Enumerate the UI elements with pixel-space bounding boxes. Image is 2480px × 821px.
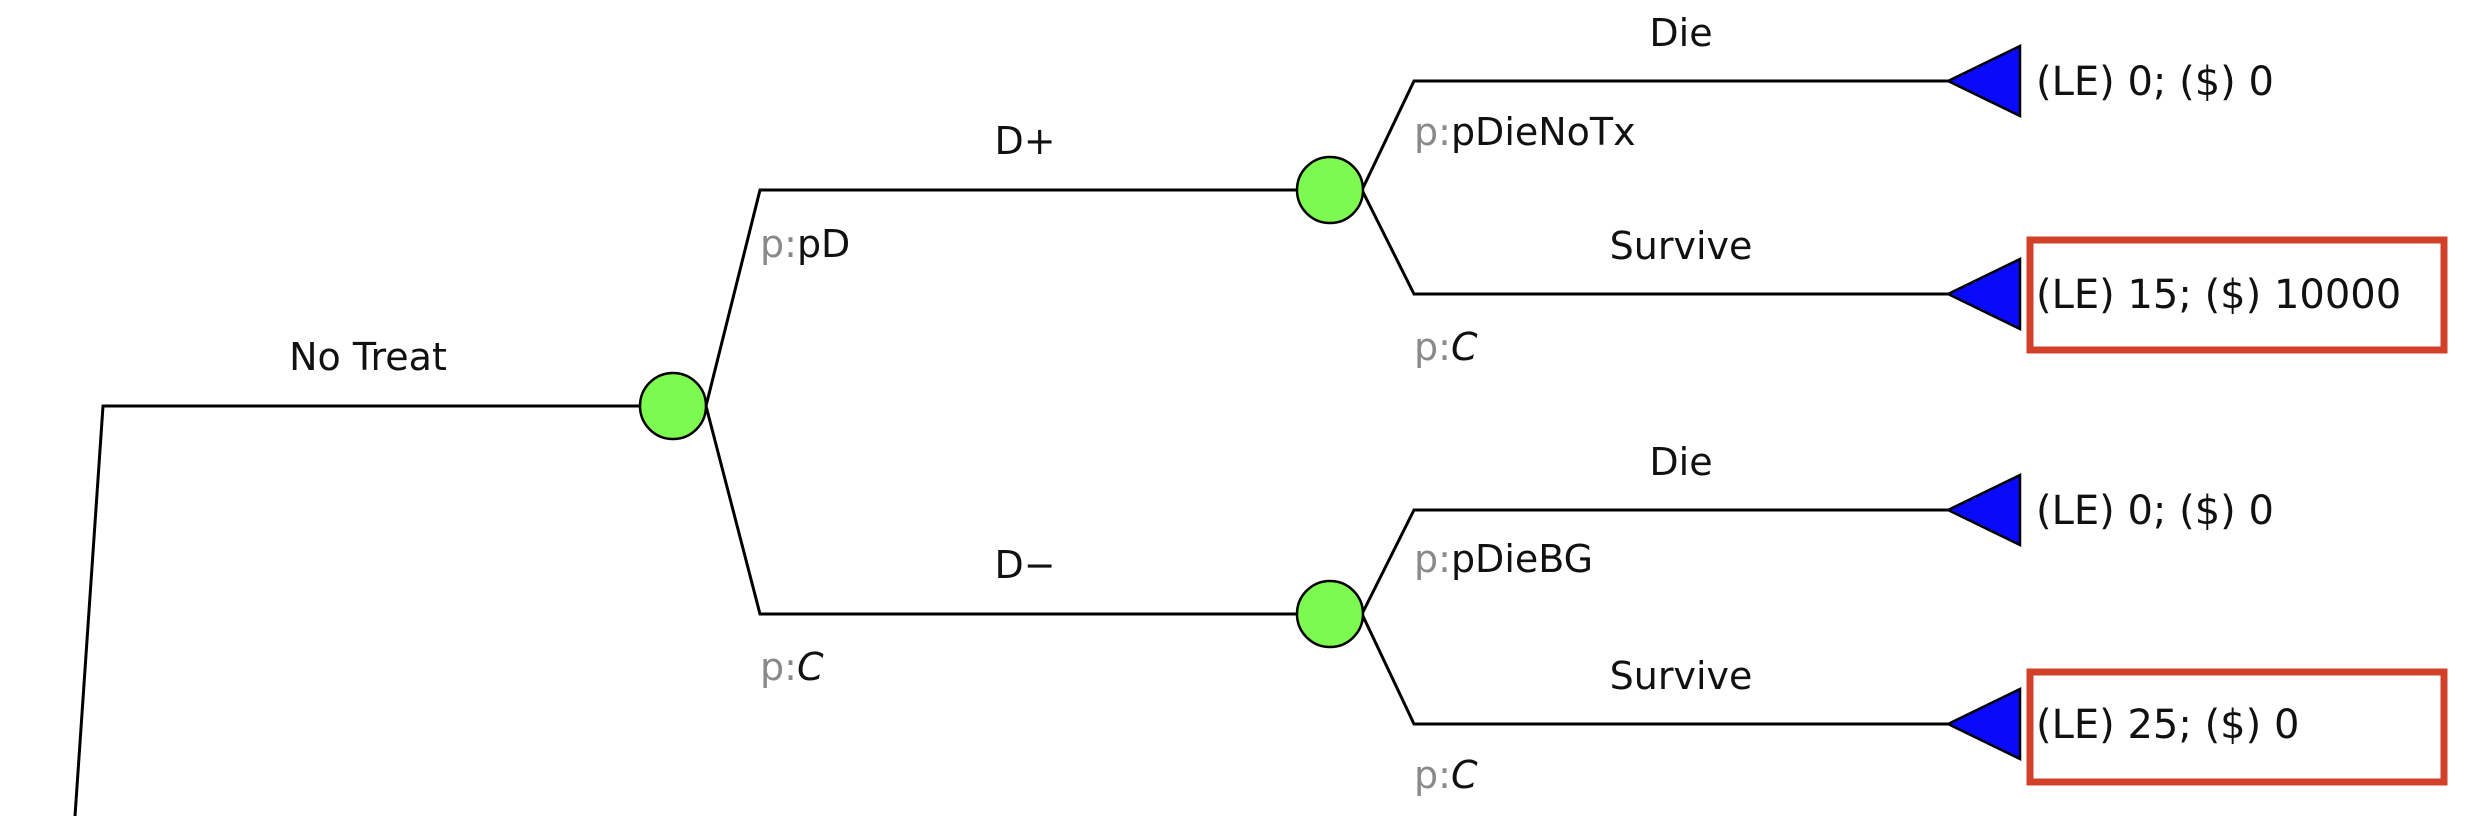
edge-d-plus-survive[interactable] <box>1360 189 1948 296</box>
payoff-label: (LE) 25; ($) 0 <box>2036 702 2299 748</box>
root-edge[interactable] <box>73 404 640 817</box>
branch-label-d-minus: D− <box>994 543 1055 587</box>
prob-prefix: p: <box>1414 110 1451 154</box>
chance-node-icon[interactable] <box>1295 155 1365 225</box>
terminal-node-icon[interactable] <box>1945 687 2022 761</box>
prob-prefix: p: <box>760 645 797 689</box>
edge-d-minus-survive[interactable] <box>1360 613 1948 726</box>
edge-d-plus[interactable] <box>704 188 1298 407</box>
prob-prefix: p: <box>1414 325 1451 369</box>
terminal-node-icon[interactable] <box>1945 473 2022 547</box>
payoff-label: (LE) 0; ($) 0 <box>2036 59 2274 105</box>
terminal-node-icon[interactable] <box>1945 257 2022 331</box>
prob-value: C <box>797 645 824 689</box>
branch-label-die: Die <box>1649 11 1712 55</box>
prob-value: pD <box>797 222 850 266</box>
prob-label-d-minus-survive: p:C <box>1414 753 1478 797</box>
prob-value: pDieNoTx <box>1451 110 1636 154</box>
tree-edges <box>73 79 1948 817</box>
prob-label-d-plus: p:pD <box>760 222 850 266</box>
prob-value: C <box>1451 753 1478 797</box>
edge-d-plus-die[interactable] <box>1360 79 1948 191</box>
payoff-label: (LE) 0; ($) 0 <box>2036 488 2274 534</box>
prob-prefix: p: <box>1414 753 1451 797</box>
branch-label-no-treat: No Treat <box>289 335 447 379</box>
prob-prefix: p: <box>1414 537 1451 581</box>
branch-label-die: Die <box>1649 440 1712 484</box>
chance-node-icon[interactable] <box>638 371 708 441</box>
highlight-box-survive-d-minus <box>2026 668 2448 786</box>
prob-value: pDieBG <box>1451 537 1593 581</box>
prob-prefix: p: <box>760 222 797 266</box>
edge-d-minus-die[interactable] <box>1360 508 1948 615</box>
prob-label-d-plus-survive: p:C <box>1414 325 1478 369</box>
branch-label-d-plus: D+ <box>994 119 1055 163</box>
prob-label-d-plus-die: p:pDieNoTx <box>1414 110 1636 154</box>
highlight-box-survive-d-plus <box>2026 236 2448 354</box>
branch-label-survive: Survive <box>1610 654 1753 698</box>
edge-d-minus[interactable] <box>704 405 1298 616</box>
chance-node-icon[interactable] <box>1295 579 1365 649</box>
branch-label-survive: Survive <box>1610 224 1753 268</box>
prob-value: C <box>1451 325 1478 369</box>
prob-label-d-minus: p:C <box>760 645 824 689</box>
terminal-node-icon[interactable] <box>1945 44 2022 118</box>
payoff-label: (LE) 15; ($) 10000 <box>2036 272 2401 318</box>
prob-label-d-minus-die: p:pDieBG <box>1414 537 1593 581</box>
